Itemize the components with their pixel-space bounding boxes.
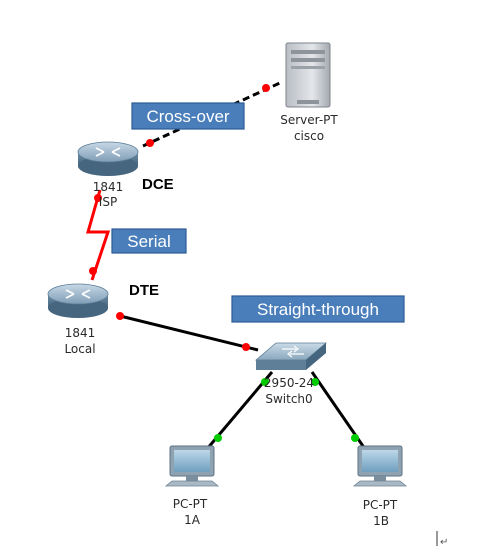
link-light-switch-pc1a xyxy=(261,378,269,386)
pc-1b-model-label: PC-PT xyxy=(363,498,398,512)
link-light-local-ethernet xyxy=(116,312,124,320)
local-router-device[interactable]: 1841 Local xyxy=(47,283,109,356)
pc-1a-device[interactable]: PC-PT 1A xyxy=(164,445,220,527)
switch-model-label: 2950-24 xyxy=(264,376,314,390)
local-router-name-label: Local xyxy=(64,342,95,356)
router-icon xyxy=(47,283,109,318)
isp-router-model-label: 1841 xyxy=(93,180,124,194)
isp-router-name-label: ISP xyxy=(99,195,117,209)
straight-through-callout-text: Straight-through xyxy=(257,300,379,319)
link-light-server xyxy=(262,84,270,92)
router-icon xyxy=(77,141,139,176)
switch-name-label: Switch0 xyxy=(265,392,312,406)
pc-icon xyxy=(164,445,220,487)
link-light-switch-pc1b xyxy=(311,378,319,386)
paragraph-mark: ↵ xyxy=(440,537,448,548)
link-light-pc1a xyxy=(214,434,222,442)
dte-label: DTE xyxy=(129,282,159,299)
link-light-pc1b xyxy=(351,434,359,442)
link-light-isp-crossover xyxy=(146,139,154,147)
isp-router-device[interactable]: 1841 ISP xyxy=(77,141,139,209)
serial-link[interactable] xyxy=(86,189,111,281)
straight-through-callout: Straight-through xyxy=(231,295,405,323)
switch-icon xyxy=(254,342,328,370)
pc-1a-name-label: 1A xyxy=(184,513,201,527)
link-light-isp-serial xyxy=(94,194,102,202)
link-light-switch-router xyxy=(242,343,250,351)
crossover-callout: Cross-over xyxy=(131,102,245,130)
pc-icon xyxy=(352,445,408,487)
dce-label: DCE xyxy=(142,176,174,193)
router-switch-link[interactable] xyxy=(119,314,259,352)
switch-device[interactable]: 2950-24 Switch0 xyxy=(254,342,328,406)
crossover-link[interactable] xyxy=(142,80,283,148)
crossover-callout-text: Cross-over xyxy=(146,107,229,126)
serial-callout-text: Serial xyxy=(127,232,170,251)
link-light-local-serial xyxy=(89,267,97,275)
server-name-label: cisco xyxy=(294,129,324,143)
server-model-label: Server-PT xyxy=(280,113,338,127)
pc-1b-name-label: 1B xyxy=(373,514,389,528)
pc-1a-model-label: PC-PT xyxy=(173,497,208,511)
server-device[interactable]: Server-PT cisco xyxy=(280,42,338,143)
serial-callout: Serial xyxy=(111,228,187,254)
pc-1b-device[interactable]: PC-PT 1B xyxy=(352,445,408,528)
local-router-model-label: 1841 xyxy=(65,326,96,340)
